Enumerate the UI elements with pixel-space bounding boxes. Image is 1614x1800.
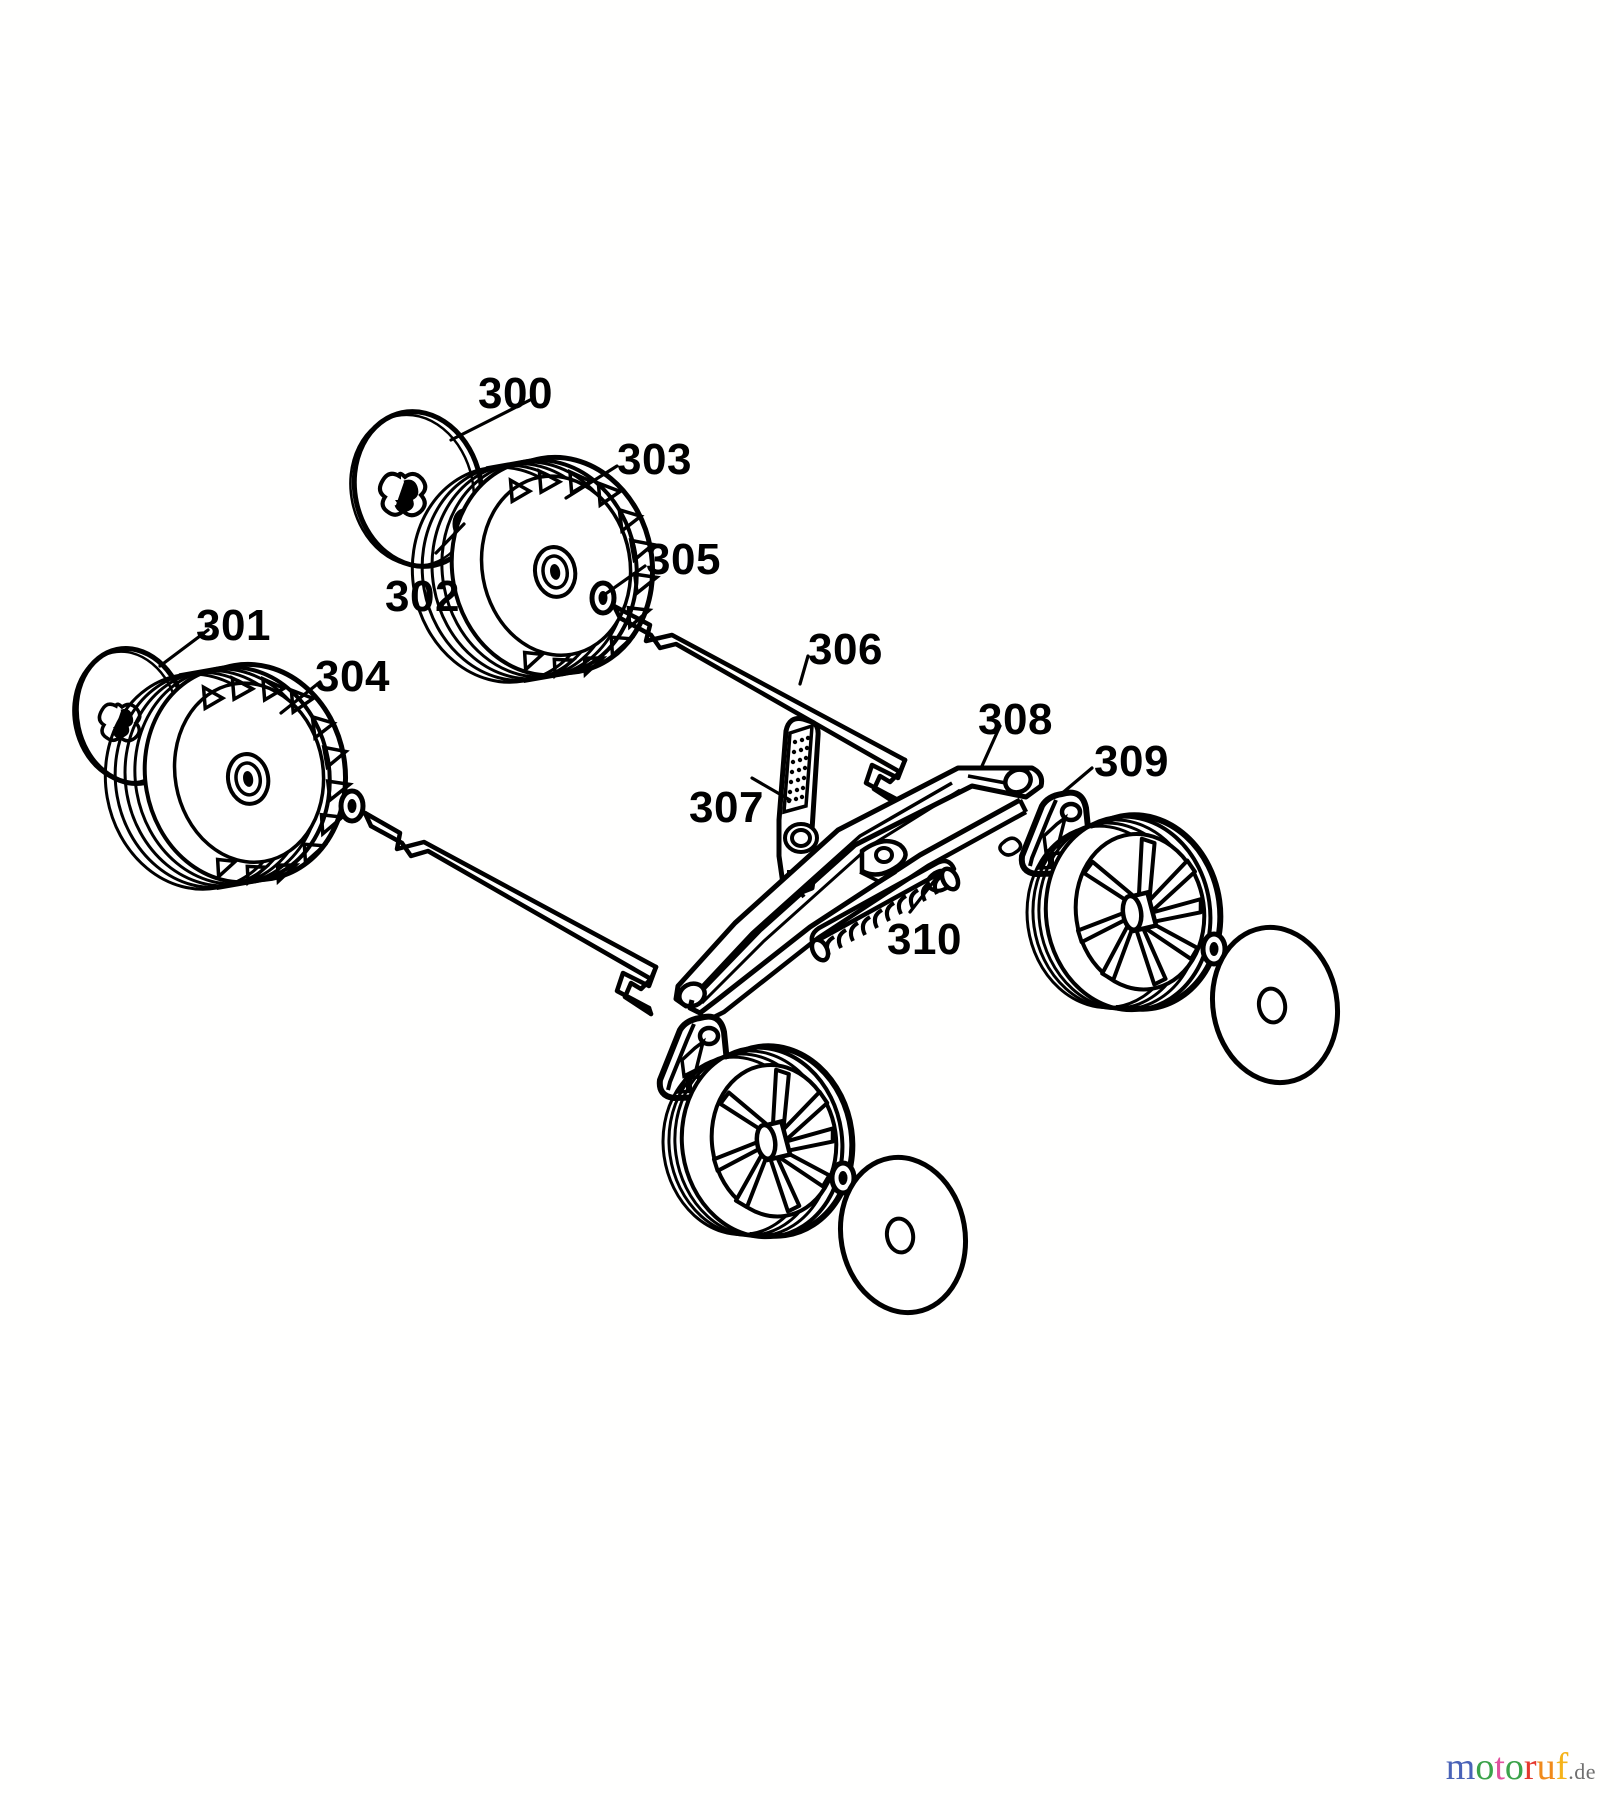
washer-right [1200, 931, 1228, 967]
hubcap-bottom [837, 1154, 969, 1316]
leader-line-305 [602, 564, 647, 597]
watermark-tld: .de [1568, 1759, 1596, 1784]
part-305-washer [589, 580, 617, 616]
callout-label-300: 300 [478, 369, 553, 418]
leader-line-300 [449, 396, 536, 442]
leader-line-301 [158, 628, 210, 668]
callout-label-305: 305 [646, 535, 721, 584]
watermark-letter-5: u [1536, 1746, 1556, 1788]
callout-label-302: 302 [385, 572, 460, 621]
motoruf-watermark: motoruf.de [1446, 1748, 1596, 1786]
washer-left-front [338, 788, 366, 824]
watermark-letter-4: r [1523, 1746, 1537, 1788]
callout-label-306: 306 [808, 625, 883, 674]
callout-label-310: 310 [887, 915, 962, 964]
washer-bottom [829, 1160, 857, 1196]
callout-label-307: 307 [689, 783, 764, 832]
callout-label-301: 301 [196, 601, 271, 650]
leader-line-310 [908, 874, 940, 914]
part-304-wheel [88, 649, 366, 908]
leader-lines [158, 396, 1094, 914]
part-306-axle-rod [611, 603, 908, 809]
callout-label-308: 308 [978, 695, 1053, 744]
watermark-brand: motoruf [1446, 1746, 1568, 1788]
callout-label-304: 304 [315, 652, 390, 701]
part-310-spring [809, 858, 961, 963]
watermark-letter-3: o [1504, 1746, 1524, 1788]
hubcap-right [1209, 924, 1341, 1086]
callout-label-303: 303 [617, 435, 692, 484]
watermark-letter-1: o [1475, 1746, 1495, 1788]
leader-line-303 [564, 464, 619, 500]
leader-line-306 [798, 654, 810, 686]
leader-line-304 [279, 680, 322, 715]
part-307-lever [776, 716, 821, 900]
watermark-letter-2: t [1494, 1746, 1505, 1788]
watermark-letter-6: f [1555, 1746, 1569, 1788]
axle-rod-lower [362, 810, 659, 1017]
leader-line-308 [980, 724, 1002, 768]
wheel-spoked-right [1025, 812, 1224, 1013]
leader-line-307 [750, 776, 792, 802]
callout-label-309: 309 [1094, 737, 1169, 786]
leader-line-302 [434, 522, 466, 555]
leader-line-309 [1058, 766, 1094, 797]
watermark-letter-0: m [1445, 1746, 1476, 1788]
wheel-spoked-bottom [661, 1043, 856, 1240]
